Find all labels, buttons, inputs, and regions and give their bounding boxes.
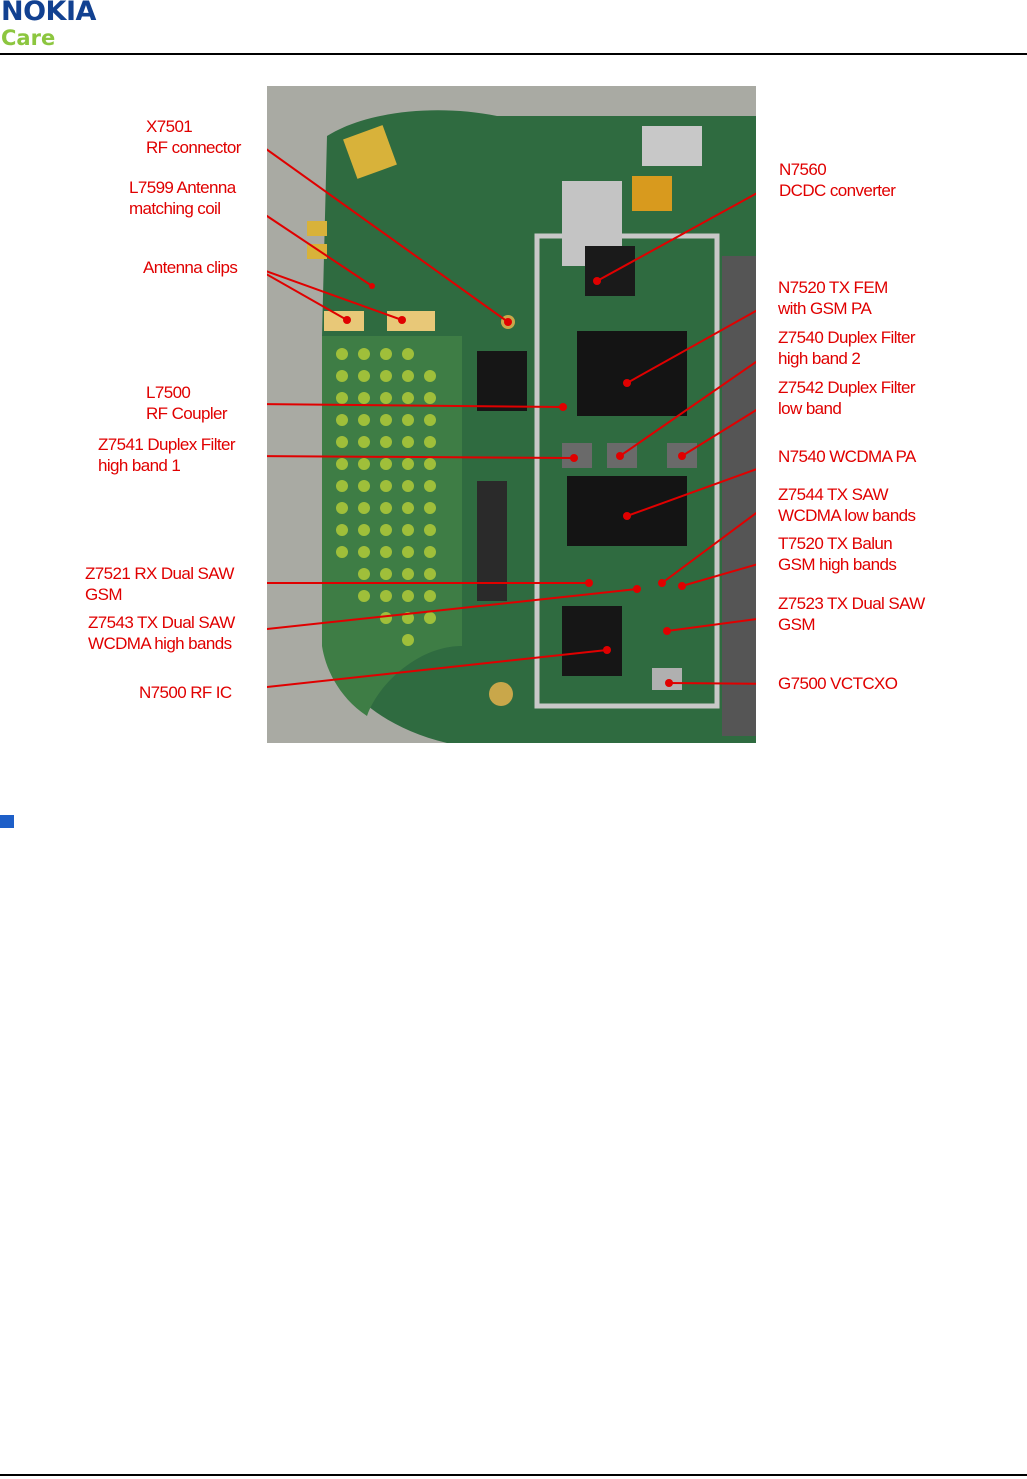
pcb-photo xyxy=(267,86,756,743)
page-header: NOKIA Care xyxy=(0,0,1027,56)
header-rule xyxy=(0,53,1027,55)
footer-rule xyxy=(0,1474,1027,1476)
care-logo: Care xyxy=(1,26,56,50)
section-bullet-icon xyxy=(0,815,14,828)
label-g7500: G7500 VCTCXO xyxy=(778,674,898,693)
label-n7500: N7500 RF IC xyxy=(139,683,232,702)
nokia-logo: NOKIA xyxy=(1,0,96,27)
label-n7540: N7540 WCDMA PA xyxy=(778,447,917,466)
label-antenna-clips: Antenna clips xyxy=(143,258,237,277)
